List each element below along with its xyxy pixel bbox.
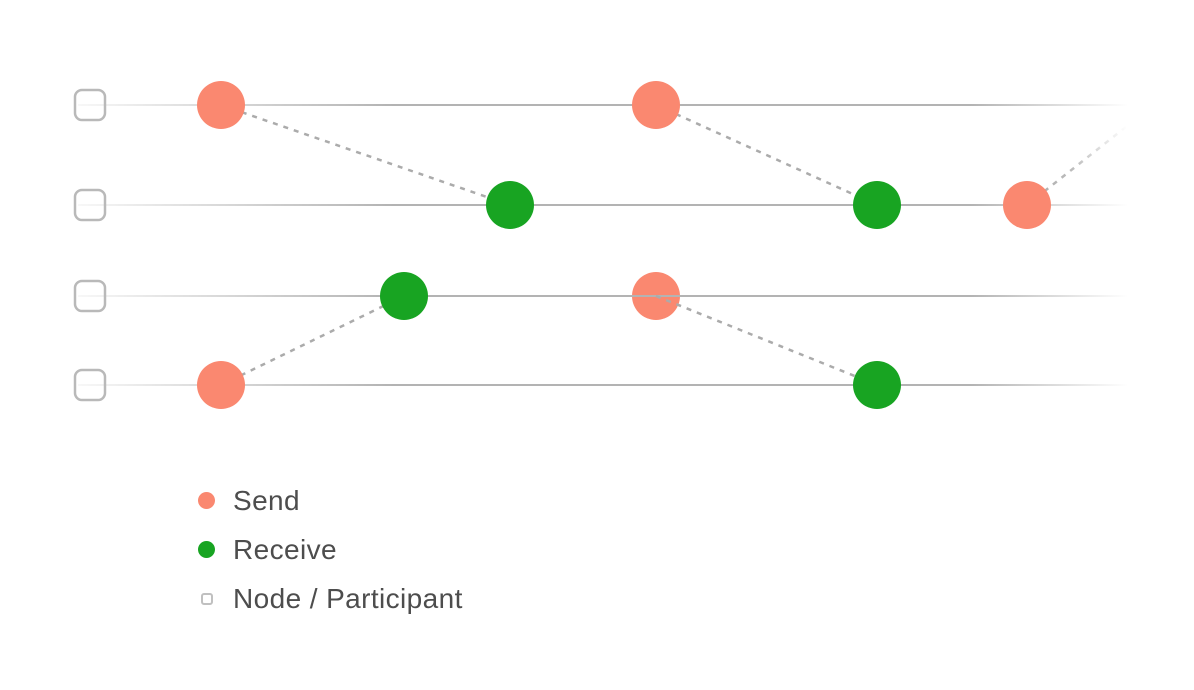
legend-label-node: Node / Participant bbox=[233, 582, 463, 614]
send-legend-marker-cell bbox=[198, 492, 215, 509]
message-connector bbox=[220, 103, 511, 207]
legend-label-receive: Receive bbox=[233, 533, 337, 565]
node-box-participant-2 bbox=[73, 188, 107, 222]
send-marker bbox=[632, 81, 680, 129]
node-box-participant-1 bbox=[73, 88, 107, 122]
receive-legend-dot bbox=[198, 541, 215, 558]
message-connector bbox=[220, 294, 405, 387]
legend-item-send: Send bbox=[198, 476, 463, 525]
send-marker bbox=[1003, 181, 1051, 229]
receive-legend-marker-cell bbox=[198, 541, 215, 558]
legend: Send Receive Node / Participant bbox=[198, 476, 463, 623]
send-marker bbox=[197, 81, 245, 129]
node-box-participant-4 bbox=[73, 368, 107, 402]
node-legend-square bbox=[200, 592, 213, 605]
message-connector bbox=[655, 294, 878, 387]
send-legend-dot bbox=[198, 492, 215, 509]
receive-marker bbox=[853, 361, 901, 409]
node-box-participant-3 bbox=[73, 279, 107, 313]
legend-item-node: Node / Participant bbox=[198, 574, 463, 623]
message-connector bbox=[655, 103, 878, 207]
legend-label-send: Send bbox=[233, 484, 300, 516]
legend-item-receive: Receive bbox=[198, 525, 463, 574]
message-connector bbox=[1026, 103, 1156, 206]
receive-marker bbox=[853, 181, 901, 229]
receive-marker bbox=[486, 181, 534, 229]
send-marker bbox=[197, 361, 245, 409]
node-legend-marker-cell bbox=[198, 590, 215, 607]
receive-marker bbox=[380, 272, 428, 320]
